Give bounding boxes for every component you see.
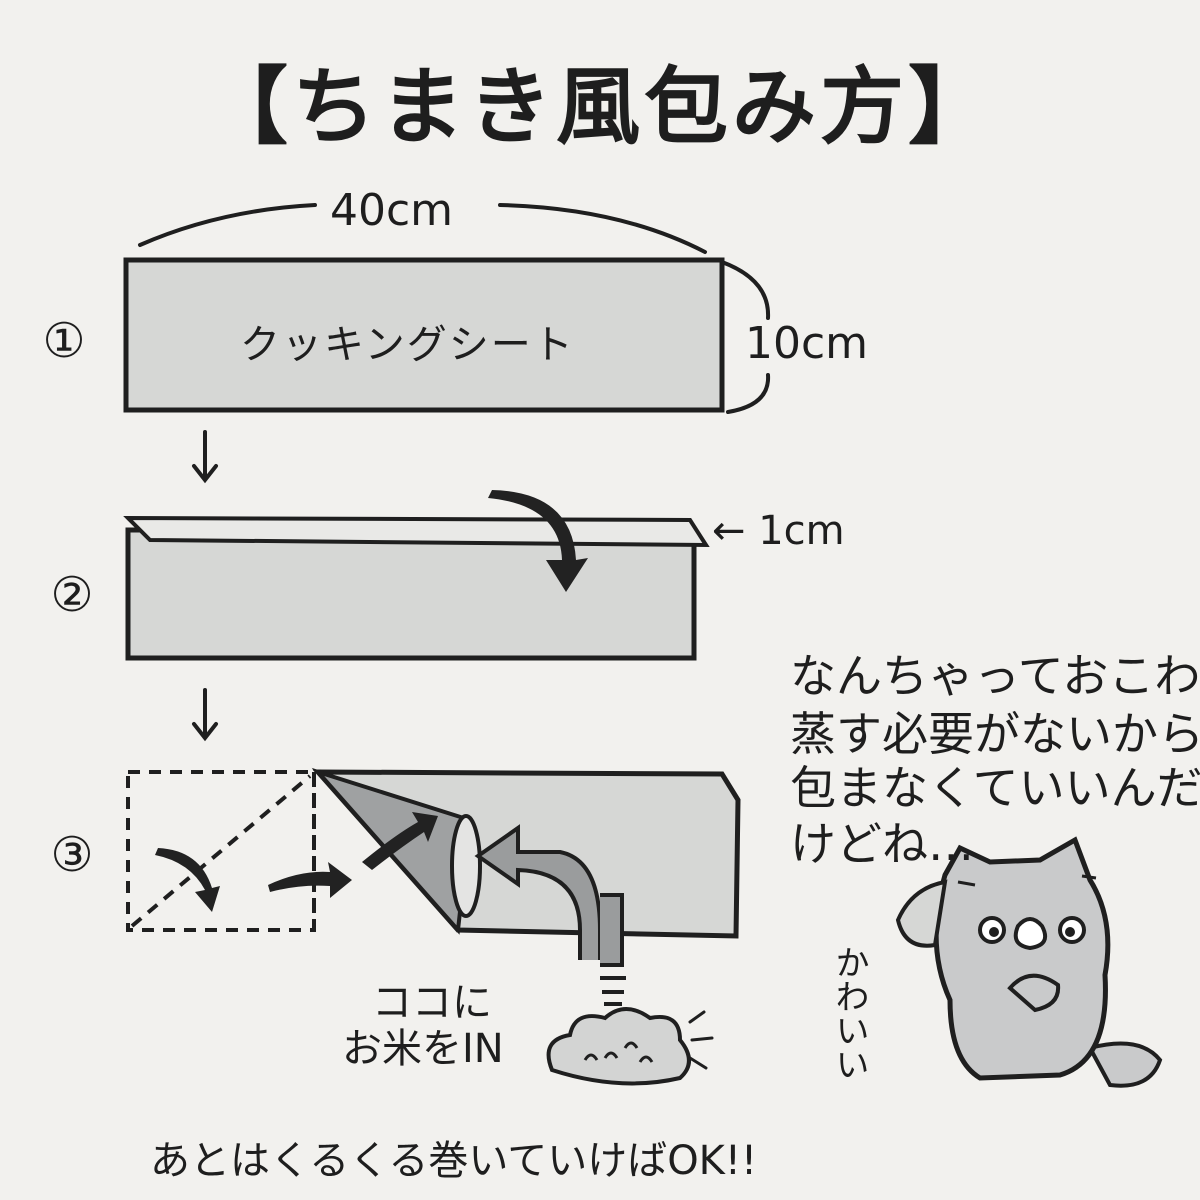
- cat-note-line1: なんちゃっておこわは: [790, 640, 1200, 706]
- cat-illustration: [898, 840, 1160, 1086]
- cooking-sheet-step2: [128, 530, 694, 658]
- height-label: 10cm: [745, 318, 868, 369]
- sparkle-lines: [690, 1012, 712, 1068]
- tube-extension: [600, 895, 622, 965]
- width-label: 40cm: [330, 185, 453, 236]
- step-1-marker: ①: [40, 318, 88, 366]
- page-title: 【ちまき風包み方】: [0, 40, 1200, 161]
- sheet-label: クッキングシート: [240, 312, 575, 370]
- cat-mouth: [1016, 919, 1045, 948]
- insert-note-line2: お米をIN: [342, 1016, 504, 1074]
- fold-width-label: ← 1cm: [712, 508, 845, 554]
- cone-opening: [452, 816, 480, 916]
- step-3-marker: ③: [48, 832, 96, 880]
- down-arrow-1: [194, 432, 216, 480]
- right-arrow-icon: [268, 862, 352, 898]
- cat-note-line4: けどね…: [790, 808, 974, 874]
- rice-pile: [549, 1009, 689, 1083]
- tube-tip: [600, 978, 626, 1004]
- finish-note: あとはくるくる巻いていけばOK!!: [150, 1128, 757, 1186]
- down-arrow-2: [194, 690, 216, 738]
- step-2-marker: ②: [48, 572, 96, 620]
- cat-held-cone: [898, 882, 945, 946]
- folded-flap: [128, 518, 706, 545]
- cat-exclaim: かわいい: [825, 945, 874, 1081]
- cat-tail: [1090, 1044, 1160, 1086]
